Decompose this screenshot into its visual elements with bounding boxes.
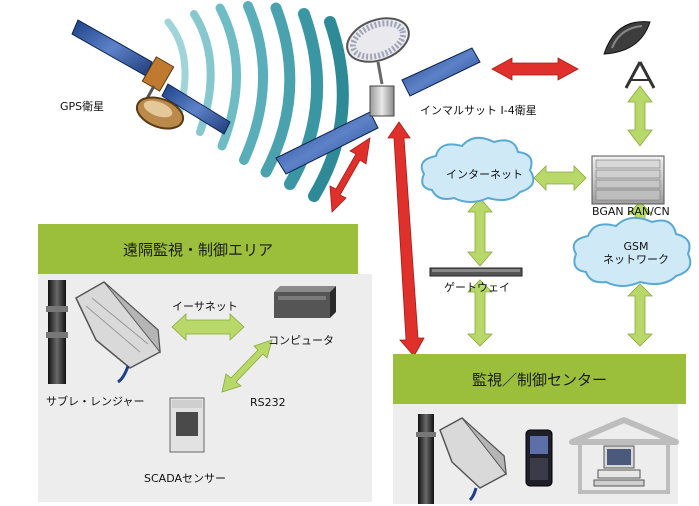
- gsm-label-line1: GSM: [623, 240, 649, 253]
- gsm-label-line2: ネットワーク: [603, 253, 669, 266]
- gsm-label: GSM ネットワーク: [590, 240, 682, 266]
- ethernet-label: イーサネット: [172, 300, 238, 313]
- satellite-dish-icon: [603, 21, 656, 89]
- computer-label: コンピュータ: [268, 334, 334, 347]
- scada-sensor-label: SCADAセンサー: [144, 472, 226, 485]
- green-arrow-internet-bgan: [533, 165, 587, 191]
- bgan-label: BGAN RAN/CN: [592, 205, 670, 218]
- computer-box-icon: [274, 286, 336, 318]
- mobile-phone-icon: [525, 429, 553, 487]
- green-arrow-ethernet: [171, 313, 245, 341]
- red-arrow-satellite-dish: [491, 57, 579, 81]
- gps-satellite-label: GPS衛星: [60, 100, 105, 113]
- internet-label: インターネット: [446, 168, 523, 181]
- inmarsat-satellite-label: インマルサット I-4衛星: [420, 104, 537, 117]
- house-computer-icon: [569, 417, 679, 494]
- rs232-label: RS232: [250, 396, 286, 409]
- control-center-title: 監視／制御センター: [471, 370, 607, 389]
- center-terminal-icon: [416, 414, 507, 504]
- red-arrow-satellite-remote: [329, 137, 371, 213]
- green-arrows: [171, 85, 653, 393]
- bgan-rack-icon: [591, 155, 665, 205]
- remote-area-title: 遠隔監視・制御エリア: [122, 240, 273, 259]
- green-arrow-rs232: [221, 339, 273, 393]
- subreranger-label: サブレ・レンジャー: [46, 395, 145, 408]
- terminal-on-pole-icon: [46, 280, 161, 384]
- gps-satellite-icon: [71, 19, 231, 135]
- remote-area-banner: 遠隔監視・制御エリア: [38, 224, 358, 274]
- control-center-banner: 監視／制御センター: [393, 354, 686, 404]
- internet-cloud-icon: [420, 136, 535, 203]
- green-arrow-gateway-center: [467, 279, 493, 347]
- green-arrow-gsm-center: [627, 283, 653, 347]
- scada-sensor-icon: [169, 397, 205, 453]
- red-arrows: [329, 57, 579, 357]
- gateway-label: ゲートウェイ: [444, 281, 510, 294]
- inmarsat-satellite-icon: [275, 17, 481, 175]
- red-arrow-satellite-center: [387, 121, 425, 357]
- gsm-cloud-icon: [572, 216, 692, 287]
- green-arrow-dish-bgan: [627, 85, 653, 147]
- gateway-device-icon: [429, 267, 523, 277]
- green-arrow-internet-gateway: [467, 197, 493, 267]
